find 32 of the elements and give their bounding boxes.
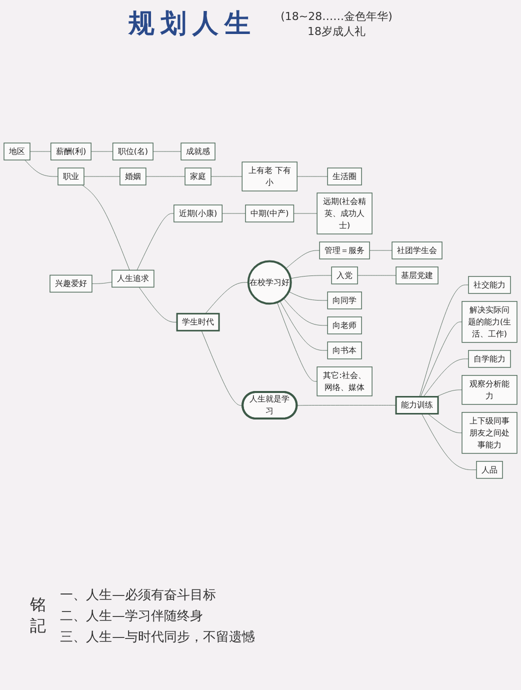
connector xyxy=(205,282,249,314)
subtitle-note: 18岁成人礼 xyxy=(306,24,366,38)
connector xyxy=(146,176,186,178)
connector xyxy=(210,176,242,178)
connector xyxy=(436,390,462,398)
connector xyxy=(296,405,396,406)
connector xyxy=(428,414,462,434)
connector xyxy=(276,302,318,382)
connector xyxy=(92,282,112,284)
connector xyxy=(423,358,469,398)
connector xyxy=(288,292,328,301)
title: 规划人生 xyxy=(128,8,257,41)
connector xyxy=(290,276,332,280)
connector xyxy=(296,176,328,178)
motto-line: 二、人生—学习伴随终身 xyxy=(60,608,204,625)
connector xyxy=(84,176,120,178)
connector xyxy=(201,330,244,406)
connector xyxy=(421,414,477,470)
motto-heading: 铭記 xyxy=(30,595,46,637)
connector xyxy=(286,250,320,270)
connector xyxy=(82,185,130,271)
connector xyxy=(419,285,469,398)
connector xyxy=(280,301,328,351)
connector xyxy=(283,298,328,326)
connector xyxy=(138,287,178,323)
connector xyxy=(136,214,174,271)
subtitle-note: (18~28……金色年华) xyxy=(280,8,392,24)
motto-line: 一、人生—必须有奋斗目标 xyxy=(60,587,217,604)
connector xyxy=(420,322,462,398)
motto-line: 三、人生—与时代同步，不留遗憾 xyxy=(60,629,255,646)
connector xyxy=(24,160,58,178)
connector xyxy=(369,250,392,252)
